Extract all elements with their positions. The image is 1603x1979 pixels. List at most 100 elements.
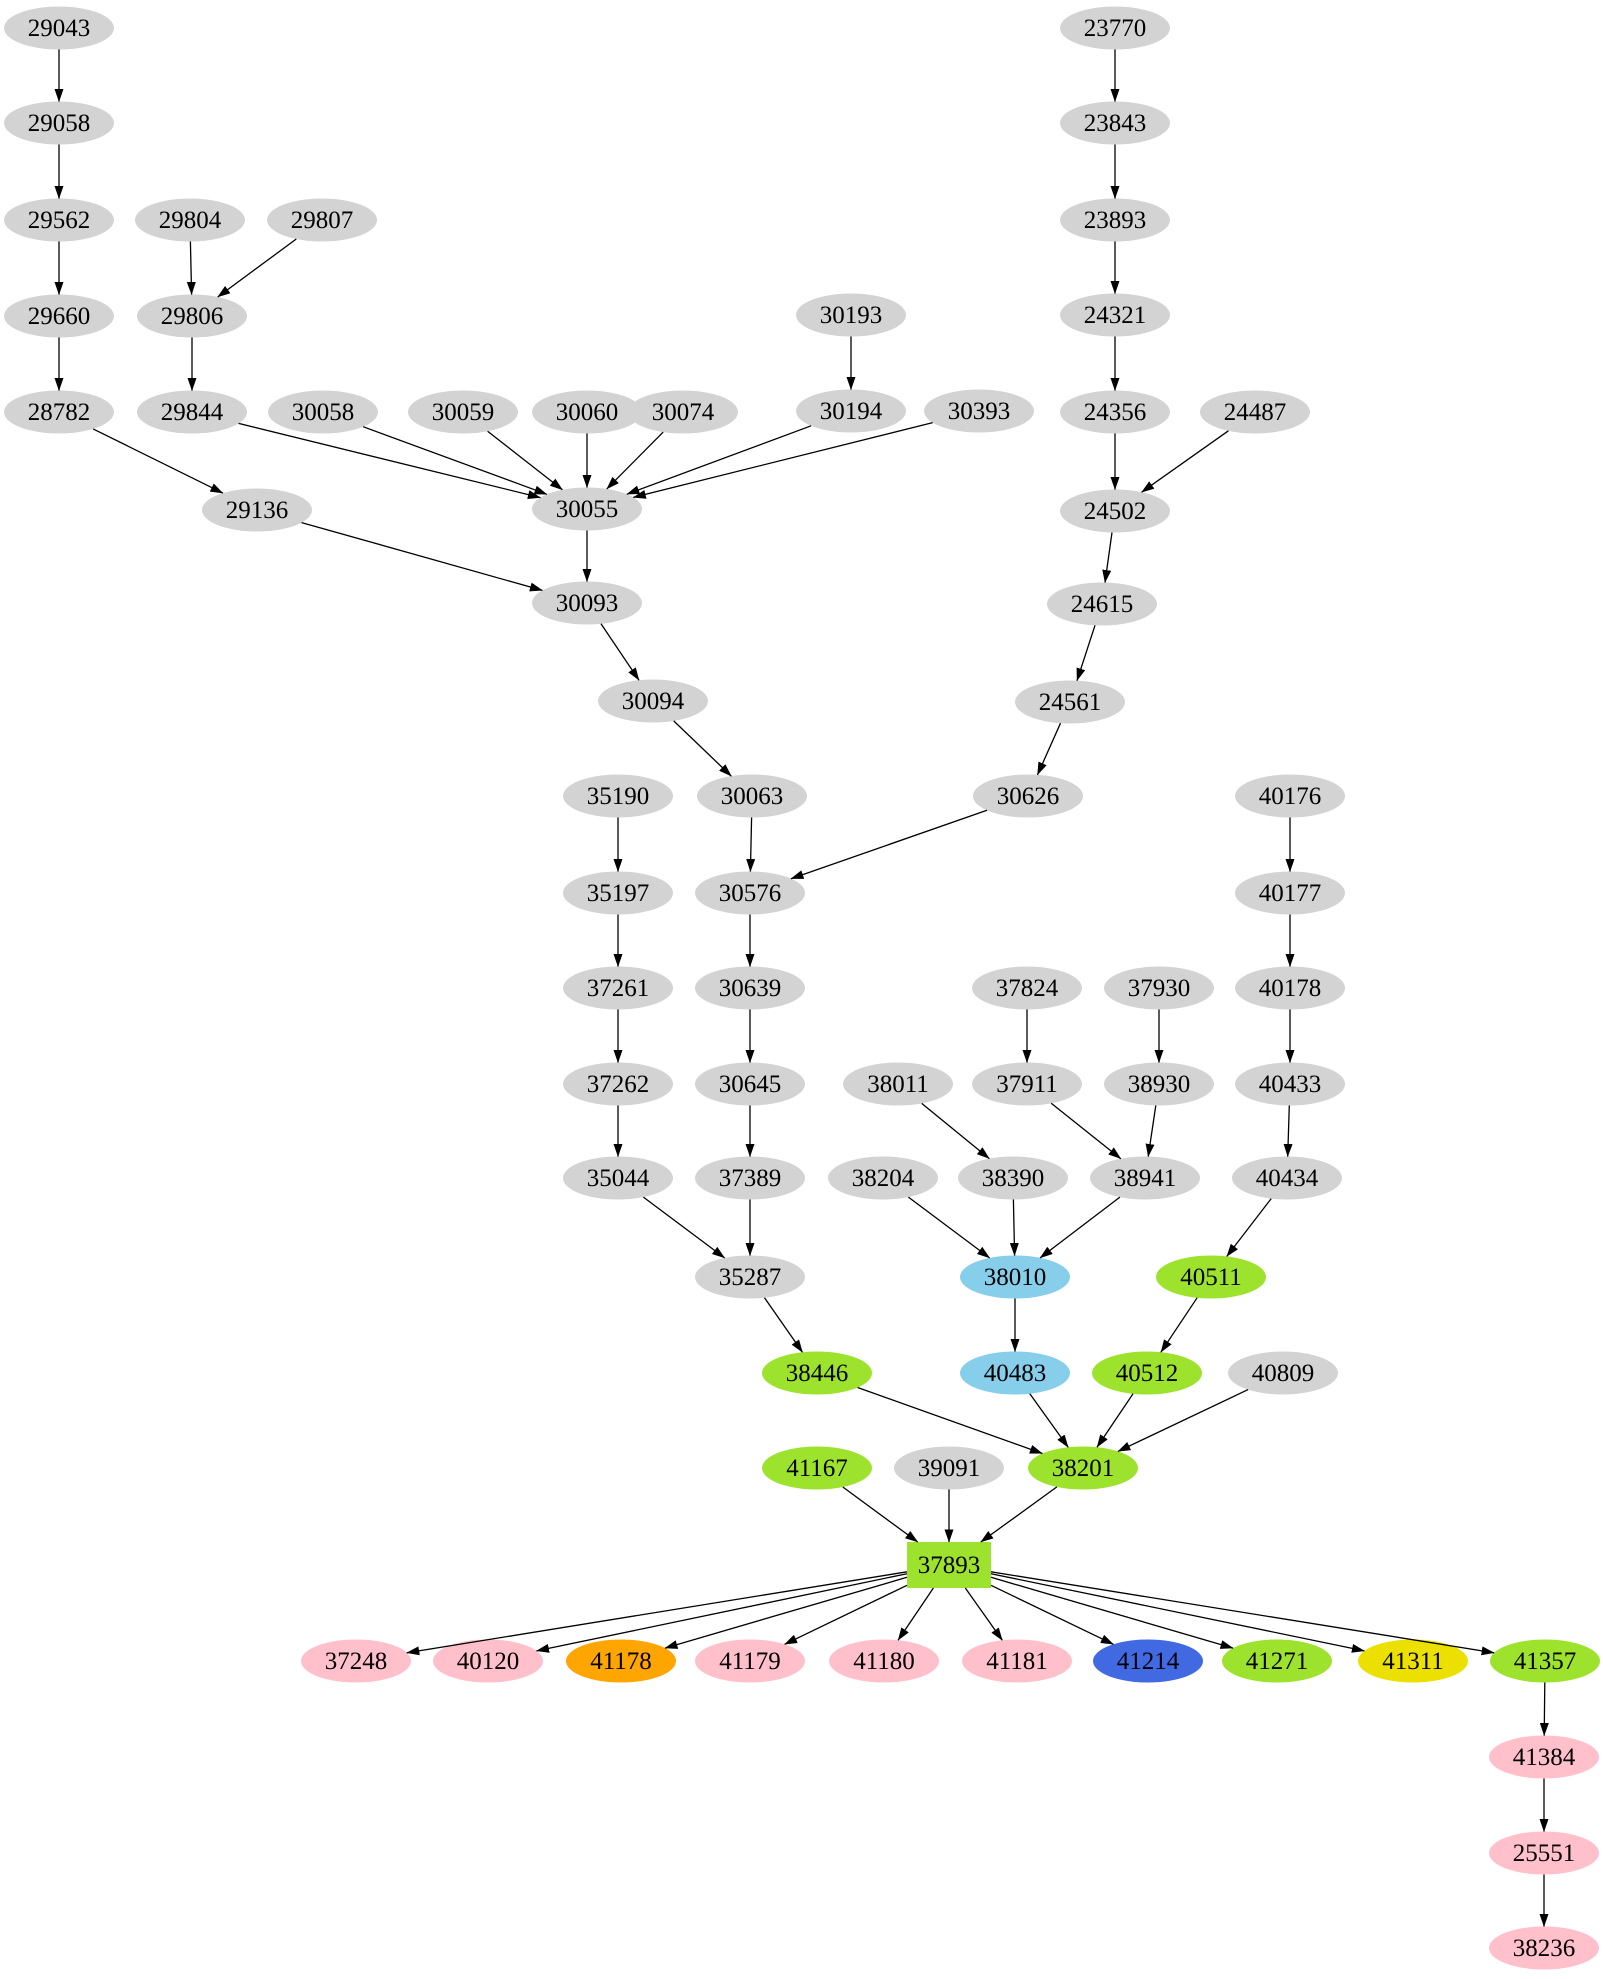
node-ellipse-shape <box>1228 1351 1338 1395</box>
node-ellipse-shape <box>1490 1639 1600 1683</box>
node-label-23893: 23893 <box>1084 207 1147 234</box>
node-39091: 39091 <box>894 1446 1004 1490</box>
node-41181: 41181 <box>962 1639 1072 1683</box>
node-ellipse-shape <box>762 1351 872 1395</box>
node-29804: 29804 <box>135 198 245 242</box>
node-41271: 41271 <box>1222 1639 1332 1683</box>
node-label-25551: 25551 <box>1513 1840 1576 1867</box>
node-ellipse-shape <box>924 389 1034 433</box>
node-label-37248: 37248 <box>325 1648 388 1675</box>
node-label-38204: 38204 <box>852 1165 915 1192</box>
edge-37893-40120 <box>536 1573 908 1653</box>
node-ellipse-shape <box>1235 871 1345 915</box>
node-ellipse-shape <box>972 966 1082 1010</box>
node-ellipse-shape <box>4 198 114 242</box>
node-label-30094: 30094 <box>622 688 685 715</box>
node-label-35197: 35197 <box>587 880 650 907</box>
edge-38011-38390 <box>921 1102 990 1160</box>
node-label-29058: 29058 <box>28 110 91 137</box>
edge-35287-38446 <box>763 1297 804 1353</box>
node-30055: 30055 <box>532 487 642 531</box>
node-ellipse-shape <box>695 1062 805 1106</box>
node-ellipse-shape <box>843 1062 953 1106</box>
node-ellipse-shape <box>958 1156 1068 1200</box>
edge-38204-38010 <box>908 1196 991 1259</box>
edge-40483-38201 <box>1029 1393 1069 1448</box>
node-ellipse-shape <box>4 101 114 145</box>
node-label-30645: 30645 <box>719 1071 782 1098</box>
node-ellipse-shape <box>1093 1639 1203 1683</box>
edge-37893-41214 <box>990 1584 1114 1645</box>
node-label-41357: 41357 <box>1514 1648 1577 1675</box>
node-label-40434: 40434 <box>1256 1165 1319 1192</box>
node-ellipse-shape <box>1200 390 1310 434</box>
node-label-41181: 41181 <box>986 1648 1048 1675</box>
node-ellipse-shape <box>137 294 247 338</box>
node-label-24615: 24615 <box>1071 591 1134 618</box>
node-37389: 37389 <box>695 1156 805 1200</box>
node-37248: 37248 <box>301 1639 411 1683</box>
node-label-23770: 23770 <box>1084 15 1147 42</box>
edge-38201-37893 <box>980 1486 1058 1543</box>
edge-24561-30626 <box>1036 722 1062 776</box>
node-label-30063: 30063 <box>721 783 784 810</box>
edge-38390-38010 <box>1009 1199 1019 1256</box>
node-label-29562: 29562 <box>28 207 91 234</box>
node-label-35190: 35190 <box>587 783 650 810</box>
node-ellipse-shape <box>1489 1926 1599 1970</box>
node-38236: 38236 <box>1489 1926 1599 1970</box>
edge-37893-41311 <box>990 1573 1365 1653</box>
node-label-40433: 40433 <box>1259 1071 1322 1098</box>
edge-29804-29806 <box>186 241 196 295</box>
node-label-24502: 24502 <box>1084 498 1147 525</box>
edge-24615-24561 <box>1076 625 1096 682</box>
node-30576: 30576 <box>695 871 805 915</box>
node-ellipse-shape <box>829 1639 939 1683</box>
node-label-29807: 29807 <box>291 207 354 234</box>
node-41167: 41167 <box>762 1446 872 1490</box>
edge-30059-30055 <box>487 430 563 491</box>
node-35287: 35287 <box>695 1255 805 1299</box>
node-30645: 30645 <box>695 1062 805 1106</box>
node-ellipse-shape <box>301 1639 411 1683</box>
node-38010: 38010 <box>960 1255 1070 1299</box>
node-ellipse-shape <box>962 1639 1072 1683</box>
node-ellipse-shape <box>972 1062 1082 1106</box>
edge-30194-30055 <box>626 425 812 495</box>
node-label-40483: 40483 <box>984 1360 1047 1387</box>
node-ellipse-shape <box>1060 390 1170 434</box>
edge-30393-30055 <box>632 421 933 499</box>
node-ellipse-shape <box>1235 774 1345 818</box>
node-30193: 30193 <box>796 293 906 337</box>
node-40434: 40434 <box>1232 1156 1342 1200</box>
node-ellipse-shape <box>1060 6 1170 50</box>
node-label-29660: 29660 <box>28 303 91 330</box>
node-label-38390: 38390 <box>982 1165 1045 1192</box>
node-ellipse-shape <box>135 198 245 242</box>
node-label-30058: 30058 <box>292 399 355 426</box>
node-ellipse-shape <box>1060 293 1170 337</box>
node-ellipse-shape <box>695 966 805 1010</box>
node-label-23843: 23843 <box>1084 110 1147 137</box>
node-ellipse-shape <box>563 1062 673 1106</box>
node-ellipse-shape <box>762 1446 872 1490</box>
edge-37893-37248 <box>406 1571 908 1656</box>
node-29660: 29660 <box>4 294 114 338</box>
node-38390: 38390 <box>958 1156 1068 1200</box>
node-label-40177: 40177 <box>1259 880 1322 907</box>
node-ellipse-shape <box>563 871 673 915</box>
node-label-40120: 40120 <box>457 1648 520 1675</box>
node-ellipse-shape <box>1232 1156 1342 1200</box>
node-30194: 30194 <box>796 389 906 433</box>
node-40176: 40176 <box>1235 774 1345 818</box>
edge-30093-30094 <box>600 623 640 681</box>
node-label-37930: 37930 <box>1128 975 1191 1002</box>
node-label-28782: 28782 <box>28 399 91 426</box>
node-30063: 30063 <box>697 774 807 818</box>
node-ellipse-shape <box>137 390 247 434</box>
node-29562: 29562 <box>4 198 114 242</box>
node-ellipse-shape <box>1489 1735 1599 1779</box>
node-24356: 24356 <box>1060 390 1170 434</box>
